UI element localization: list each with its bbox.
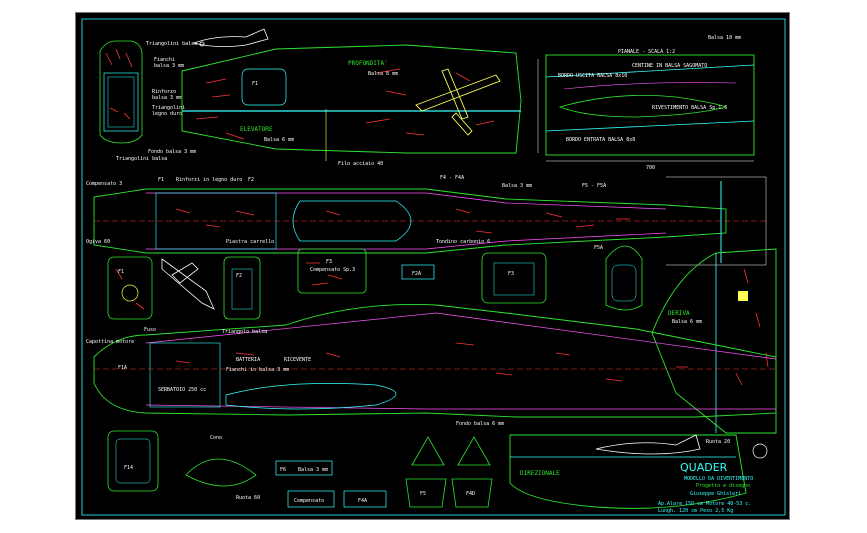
- label-f4d: F4D: [466, 491, 475, 497]
- label-profondita: PROFONDITA': [348, 60, 388, 67]
- label-balsa-6: Balsa 6 mm: [264, 137, 294, 143]
- label-filo-acciaio: Filo acciaio 40: [338, 161, 383, 167]
- label-fuso: Fuso: [144, 327, 156, 333]
- label-f6: F6: [280, 467, 286, 473]
- label-rivestimento: RIVESTIMENTO BALSA Sp.1.5: [652, 105, 727, 111]
- label-ogiva: Ogiva 60: [86, 239, 110, 245]
- label-dim-700: 700: [646, 165, 655, 171]
- bulkhead-f2: F2: [223, 256, 261, 320]
- label-fianchi: Fianchi: [154, 57, 175, 63]
- label-compensato-3: Compensato 3: [86, 181, 122, 187]
- label-modello: MODELLO DA DIVERTIMENTO: [684, 476, 753, 482]
- label-batteria: BATTERIA: [236, 357, 260, 363]
- label-deriva: DERIVA: [668, 310, 690, 317]
- label-ruota20: Ruota 20: [706, 439, 730, 445]
- label-fianchi-b: Fianchi in balsa 3 mm: [226, 367, 289, 373]
- label-ricevente: RICEVENTE: [284, 357, 311, 363]
- rudder: DIREZIONALE: [509, 434, 747, 509]
- label-bulkhead-f5a: F5A: [594, 245, 603, 251]
- cone-part: Cono Ruota 60: [185, 435, 260, 501]
- part-f5: F5: [405, 478, 447, 508]
- label-fondo-balsa-6: Fondo balsa 6 mm: [456, 421, 504, 427]
- label-ruota60: Ruota 60: [236, 495, 260, 501]
- bulkhead-f3: F3 Compensato Sp.3: [297, 248, 367, 294]
- label-compensato-sp3: Compensato Sp.3: [310, 267, 355, 273]
- label-balsa-8: Balsa 8 mm: [368, 71, 398, 77]
- label-f1-top: F1: [252, 81, 258, 87]
- label-cono: Cono: [210, 435, 222, 441]
- part-f4d: F4D: [451, 478, 493, 508]
- label-balsa-3b: balsa 3 mm: [152, 95, 182, 101]
- label-balsa3-b: Balsa 3 mm: [298, 467, 328, 473]
- part-f3-comp: Compensato: [287, 490, 335, 508]
- part-f6: F6 Balsa 3 mm: [275, 460, 333, 476]
- label-specs-2: Lungh. 120 cm Peso 2,5 Kg: [658, 508, 733, 514]
- cad-drawing-frame: Triangolini balsa Fianchi balsa 3 mm Rin…: [75, 12, 790, 520]
- part-f4a: F4A: [343, 490, 387, 508]
- label-centine: CENTINE IN BALSA SAGOMATO: [632, 63, 707, 69]
- label-triangolo-balsa: Triangolo balsa: [222, 329, 267, 335]
- label-f2-fus: F2: [248, 177, 254, 183]
- label-f4: F4 - F4A: [440, 175, 464, 181]
- label-direzionale: DIREZIONALE: [520, 470, 560, 477]
- label-triangolini-balsa: Triangolini balsa: [146, 41, 197, 47]
- label-f5b: F5: [420, 491, 426, 497]
- bulkhead-f5a: F5A: [594, 245, 643, 311]
- label-rinforzi: Rinforzi in legno duro: [176, 177, 242, 183]
- label-piastra: Piastra carrello: [226, 239, 274, 245]
- label-balsa-3mm: Balsa 3 mm: [502, 183, 532, 189]
- label-legno-duro: legno duro: [152, 111, 182, 117]
- label-bordo-entrata: BORDO ENTRATA BALSA 8x8: [566, 137, 635, 143]
- label-bulkhead-f3b: F3: [508, 271, 514, 277]
- label-bulkhead-f2a: F2A: [412, 271, 421, 277]
- fuselage-side-view: Fuso Triangolo balsa Capottina motore F1…: [86, 303, 777, 427]
- label-bulkhead-f2: F2: [236, 273, 242, 279]
- label-elevatore: ELEVATORE: [240, 126, 273, 133]
- vertical-fin: DERIVA Balsa 6 mm: [651, 248, 777, 434]
- fuselage-top-view: Compensato 3 F1 Rinforzi in legno duro F…: [86, 175, 767, 266]
- label-bulkhead-f3: F3: [326, 259, 332, 265]
- label-f14: F14: [124, 465, 133, 471]
- label-triangolini: Triangolini: [152, 105, 185, 111]
- title-quader: QUADER: [680, 461, 728, 474]
- bulkhead-f1: F1: [107, 256, 153, 320]
- label-progetto: Progetto e disegno: [696, 483, 750, 489]
- label-capottina: Capottina motore: [86, 339, 134, 345]
- bulkhead-f3b: F3: [481, 252, 547, 304]
- label-balsa-10: Balsa 10 mm: [708, 35, 741, 41]
- label-f1a: F1A: [118, 365, 127, 371]
- plane-sketch-top: [192, 28, 269, 47]
- label-f1-fus: F1: [158, 177, 164, 183]
- label-scala: PIANALE - SCALA 1:2: [618, 49, 675, 55]
- label-triangolini-balsa-2: Triangolini balsa: [116, 156, 167, 162]
- stabilizer-planform: PROFONDITA' Balsa 8 mm F1 ELEVATORE Bals…: [181, 44, 522, 167]
- model-airplane-plan: Triangolini balsa Fianchi balsa 3 mm Rin…: [81, 18, 786, 516]
- label-autore: Giuseppe Ghisleri: [690, 491, 741, 497]
- drawing-border: [81, 18, 786, 516]
- label-balsa-3: balsa 3 mm: [154, 63, 184, 69]
- label-f5: F5 - F5A: [582, 183, 606, 189]
- label-specs-1: Ap.Alare 150 cm Motore 40-53 c.: [658, 501, 751, 507]
- triangle-parts: [411, 436, 491, 466]
- label-balsa-6b: Balsa 6 mm: [672, 319, 702, 325]
- bulkhead-f14: F14: [107, 430, 159, 492]
- label-f4a: F4A: [358, 498, 367, 504]
- label-serbatoio: SERBATOIO 250 cc: [158, 387, 206, 393]
- label-rinforzo: Rinforzo: [152, 89, 176, 95]
- plane-sketch-mid: [161, 258, 215, 310]
- label-tondino: Tondino carbonio 6: [436, 239, 490, 245]
- label-compensato-b: Compensato: [294, 498, 324, 504]
- label-fondo-balsa: Fondo balsa 3 mm: [148, 149, 196, 155]
- bulkhead-f2a: F2A: [401, 264, 435, 280]
- wing-panel: PIANALE - SCALA 1:2 Balsa 10 mm CENTINE …: [537, 35, 755, 171]
- label-bulkhead-f1: F1: [118, 269, 124, 275]
- fuselage-side-detail: Triangolini balsa Fianchi balsa 3 mm Rin…: [99, 40, 197, 162]
- title-block: Ruota 20 QUADER MODELLO DA DIVERTIMENTO …: [658, 439, 768, 514]
- label-bordo-uscita: BORDO USCITA BALSA 8x10: [558, 73, 627, 79]
